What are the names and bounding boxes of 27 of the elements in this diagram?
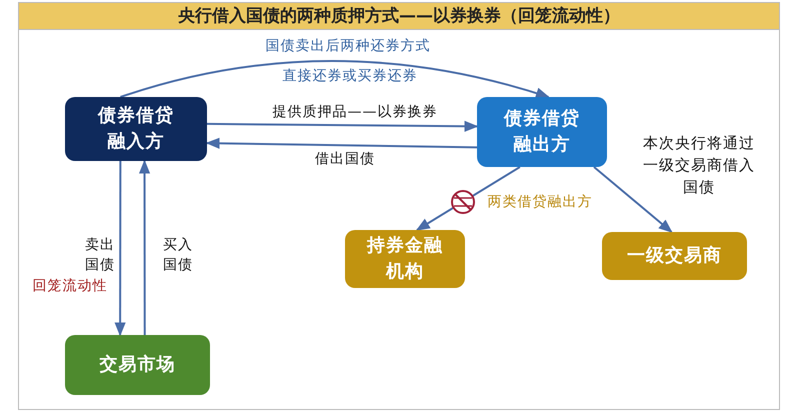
arrow bbox=[114, 161, 126, 336]
edge-label: 提供质押品——以券换券 bbox=[272, 103, 438, 122]
title-banner: 央行借入国债的两种质押方式——以券换券（回笼流动性） bbox=[18, 2, 780, 30]
group-label: 两类借贷融出方 bbox=[486, 193, 594, 212]
arc-label: 直接还券或买券还券 bbox=[282, 67, 418, 86]
note: 回笼流动性 bbox=[32, 277, 108, 296]
edge-label: 借出国债 bbox=[314, 150, 376, 169]
box-label: 交易市场 bbox=[98, 352, 176, 377]
rounded-box bbox=[65, 335, 210, 395]
rounded-box bbox=[477, 97, 607, 167]
arrow bbox=[206, 138, 478, 149]
rounded-box bbox=[65, 97, 207, 161]
arrow bbox=[120, 60, 550, 99]
arrow bbox=[416, 166, 520, 231]
arrow bbox=[138, 160, 150, 335]
edge-label: 买入国债 bbox=[162, 236, 194, 276]
box-label: 一级交易商 bbox=[626, 244, 723, 268]
box-label: 债券借贷融出方 bbox=[502, 106, 581, 157]
arrow bbox=[207, 120, 478, 132]
rounded-box bbox=[602, 232, 747, 280]
note: 本次央行将通过一级交易商借入国债 bbox=[642, 133, 756, 198]
rounded-box bbox=[345, 230, 465, 288]
box-label: 持券金融机构 bbox=[366, 234, 444, 284]
box-label: 债券借贷融入方 bbox=[96, 104, 175, 154]
edge-label: 国债卖出后两种还券方式 bbox=[264, 37, 432, 56]
arrow bbox=[593, 166, 673, 233]
edge-label: 卖出国债 bbox=[84, 236, 116, 276]
